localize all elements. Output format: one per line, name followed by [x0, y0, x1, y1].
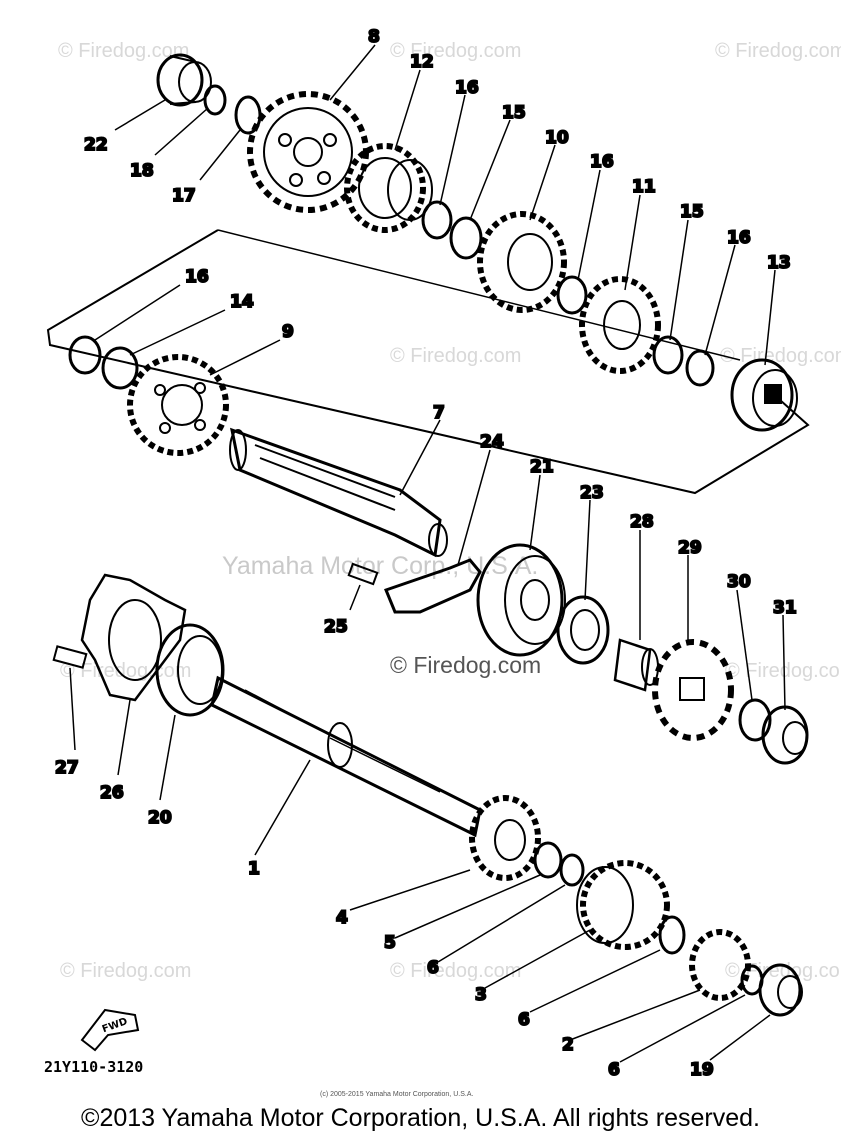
part-label: 18	[130, 161, 154, 181]
part-label: 3	[475, 985, 487, 1005]
copyright-footer: ©2013 Yamaha Motor Corporation, U.S.A. A…	[81, 1104, 760, 1132]
part-label: 20	[148, 808, 172, 828]
gear-11	[579, 276, 661, 374]
part-label: 22	[84, 135, 108, 155]
part-label: 10	[545, 128, 569, 148]
bearing-22	[156, 53, 212, 107]
firedog-watermark: © Firedog.com	[715, 40, 841, 62]
firedog-watermark: © Firedog.com	[725, 660, 841, 682]
firedog-watermark: © Firedog.com	[60, 960, 192, 982]
part-label: 1	[248, 859, 260, 879]
part-label: 9	[282, 322, 294, 342]
bearing-20	[155, 623, 225, 717]
bearing-21	[476, 543, 566, 657]
collar-28	[613, 638, 659, 692]
part-label: 26	[100, 783, 124, 803]
bearing-19	[758, 963, 803, 1017]
circlip-18	[203, 84, 227, 116]
part-label: 6	[518, 1010, 530, 1030]
lock-washer-30	[738, 698, 772, 742]
part-label: 17	[172, 186, 196, 206]
nut-31	[761, 705, 809, 765]
leader-lines	[69, 44, 786, 1063]
screw-25	[347, 562, 379, 586]
fwd-arrow: FWD	[80, 1008, 140, 1052]
firedog-watermark: © Firedog.com	[390, 345, 522, 367]
circlip-16	[421, 200, 453, 240]
circlip-16	[556, 275, 588, 315]
part-label: 5	[384, 933, 396, 953]
plate-24	[384, 558, 482, 614]
part-label: 16	[590, 152, 614, 172]
washer-15	[449, 216, 483, 260]
part-label: 4	[336, 908, 348, 928]
group-outline	[46, 229, 810, 495]
gear-13	[730, 358, 798, 432]
part-label: 8	[368, 27, 380, 47]
circlip-6	[559, 853, 585, 887]
part-label: 6	[427, 958, 439, 978]
gear-8	[247, 91, 369, 213]
diagram-code: 21Y110-3120	[44, 1058, 144, 1076]
part-label: 15	[680, 202, 704, 222]
sprocket-29	[652, 639, 734, 741]
part-label: 31	[773, 598, 797, 618]
shaft-1	[210, 675, 482, 838]
washer-6	[658, 915, 686, 955]
part-label: 13	[767, 253, 791, 273]
part-label: 27	[55, 758, 79, 778]
bolt-27	[52, 645, 88, 669]
gear-10	[477, 211, 567, 313]
firedog-center-watermark: © Firedog.com	[390, 652, 542, 678]
gear-12	[344, 143, 433, 233]
part-label: 11	[632, 177, 656, 197]
part-label: 16	[455, 78, 479, 98]
part-label: 21	[530, 457, 554, 477]
part-label: 12	[410, 52, 434, 72]
oil-seal-23	[556, 595, 610, 665]
washer-15	[652, 335, 684, 375]
part-label: 28	[630, 512, 654, 532]
gear-3	[576, 860, 670, 950]
part-label: 16	[727, 228, 751, 248]
part-label: 15	[502, 103, 526, 123]
part-label: 24	[480, 432, 504, 452]
part-label: 25	[324, 617, 348, 637]
washer-14	[101, 346, 139, 390]
firedog-watermark: © Firedog.com	[58, 40, 190, 62]
gear-2	[689, 929, 751, 1001]
part-label: 23	[580, 483, 604, 503]
circlip-16	[68, 335, 102, 375]
part-label: 7	[433, 403, 445, 423]
small-copyright: (c) 2005-2015 Yamaha Motor Corporation, …	[320, 1091, 474, 1098]
washer-6	[533, 841, 563, 879]
part-label: 30	[727, 572, 751, 592]
part-label: 19	[690, 1060, 714, 1080]
part-label: 6	[608, 1060, 620, 1080]
part-label: 16	[185, 267, 209, 287]
part-label: 29	[678, 538, 702, 558]
firedog-watermark: © Firedog.com	[390, 960, 522, 982]
shaft-7	[229, 427, 448, 558]
part-label: 2	[562, 1035, 574, 1055]
gear-5	[469, 795, 541, 881]
gear-9	[127, 354, 229, 456]
firedog-watermark: © Firedog.com	[390, 40, 522, 62]
plate-26	[80, 573, 187, 702]
part-label: 14	[230, 292, 254, 312]
circlip-16	[685, 349, 715, 387]
